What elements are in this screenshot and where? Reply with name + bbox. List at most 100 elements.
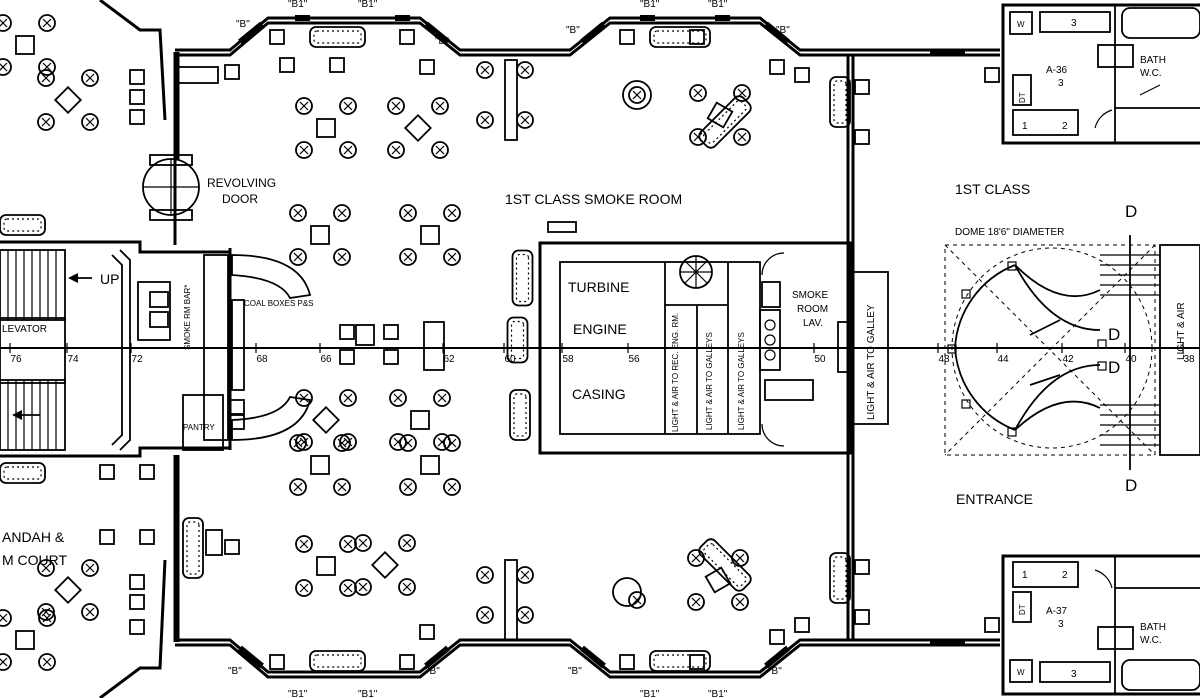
settee-cushion xyxy=(186,521,200,575)
settee-cushion xyxy=(833,80,847,124)
marker-b: "B" xyxy=(776,25,790,36)
smoke-room-label: 1ST CLASS SMOKE ROOM xyxy=(505,191,682,207)
chair-icon xyxy=(516,566,534,584)
chair-icon xyxy=(339,579,357,597)
frame-number: 56 xyxy=(628,354,640,365)
chair-icon xyxy=(333,434,351,452)
verandah-label-2: M COURT xyxy=(2,552,68,568)
chair-icon xyxy=(295,97,313,115)
engine-label: ENGINE xyxy=(573,321,627,337)
smoke-lav-label-3: LAV. xyxy=(803,318,823,329)
turbine-label: TURBINE xyxy=(568,279,629,295)
bunk-1-a36-label: 1 xyxy=(1022,121,1028,132)
pantry-label: PANTRY xyxy=(183,423,215,432)
chair-icon xyxy=(339,97,357,115)
cabin-a36 xyxy=(1001,3,1200,145)
settee-icon xyxy=(829,76,851,128)
settee-cushion xyxy=(3,218,42,232)
pillar-icon xyxy=(399,654,415,670)
chair-icon xyxy=(0,609,12,627)
settee-icon xyxy=(182,517,204,579)
pillar-icon xyxy=(129,109,145,125)
bunk-2-a36-label: 2 xyxy=(1062,121,1068,132)
entrance-label: ENTRANCE xyxy=(956,491,1033,507)
settee-cushion xyxy=(833,556,847,600)
pillar-icon xyxy=(419,59,435,75)
chair-icon xyxy=(516,111,534,129)
settee-cushion xyxy=(3,466,42,480)
chair-icon xyxy=(628,591,646,609)
table-icon xyxy=(420,455,440,475)
frame-number: 76 xyxy=(10,354,22,365)
chair-icon xyxy=(339,141,357,159)
side-table xyxy=(547,221,577,233)
chair-icon xyxy=(733,84,751,102)
smoke-lav-label-2: ROOM xyxy=(797,304,828,315)
chair-icon xyxy=(443,248,461,266)
chair-icon xyxy=(689,84,707,102)
table-icon xyxy=(53,575,83,605)
chair-icon xyxy=(333,204,351,222)
pillar-icon xyxy=(794,67,810,83)
chair-icon xyxy=(333,248,351,266)
table-icon xyxy=(410,410,430,430)
vlabel-rec-eng: LIGHT & AIR TO REC. ENG. RM. xyxy=(671,313,680,432)
revolving-label-2: DOOR xyxy=(222,192,258,206)
marker-b1: "B1" xyxy=(708,0,728,10)
chair-icon xyxy=(516,606,534,624)
marker-b: "B" xyxy=(768,666,782,677)
pillar-icon xyxy=(329,57,345,73)
chair-icon xyxy=(387,97,405,115)
chair-icon xyxy=(398,534,416,552)
bunk-2-a37-label: 2 xyxy=(1062,570,1068,581)
vlabel-right-edge: LIGHT & AIR xyxy=(1176,302,1187,360)
pillar-icon xyxy=(129,574,145,590)
wc-a37-label: W.C. xyxy=(1140,635,1162,646)
settee-cushion xyxy=(510,320,525,360)
chair-icon xyxy=(399,204,417,222)
table-icon xyxy=(316,556,336,576)
chair-icon xyxy=(516,61,534,79)
verandah-label-1: ANDAH & xyxy=(2,529,65,545)
pillar-icon xyxy=(339,349,355,365)
frame-number: 72 xyxy=(131,354,143,365)
pillar-icon xyxy=(854,79,870,95)
dome-label: DOME 18'6" DIAMETER xyxy=(955,227,1064,238)
table-icon xyxy=(420,225,440,245)
settee-icon xyxy=(649,26,711,48)
serving-table xyxy=(504,59,518,141)
pillar-icon xyxy=(224,539,240,555)
chair-icon xyxy=(476,61,494,79)
chair-icon xyxy=(289,434,307,452)
chair-icon xyxy=(0,653,12,671)
settee-cushion xyxy=(515,253,530,303)
pillar-icon xyxy=(99,529,115,545)
revolving-door xyxy=(142,154,200,221)
chair-icon xyxy=(354,578,372,596)
pillar-icon xyxy=(139,464,155,480)
cabin-a36-num: 3 xyxy=(1058,78,1064,89)
chair-icon xyxy=(431,97,449,115)
pillar-icon xyxy=(129,594,145,610)
chair-icon xyxy=(295,141,313,159)
pillar-icon xyxy=(399,29,415,45)
marker-d: D xyxy=(1125,202,1137,221)
elevator-label: LEVATOR xyxy=(2,324,47,335)
frame-number: 74 xyxy=(67,354,79,365)
vlabel-galleys-1: LIGHT & AIR TO GALLEYS xyxy=(705,332,714,430)
settee-icon xyxy=(509,389,531,441)
pillar-icon xyxy=(854,609,870,625)
pillar-icon xyxy=(129,619,145,635)
chair-icon xyxy=(399,478,417,496)
chair-icon xyxy=(354,534,372,552)
settee-icon xyxy=(309,650,366,672)
marker-b: "B" xyxy=(568,666,582,677)
chair-icon xyxy=(333,478,351,496)
frame-number: 44 xyxy=(997,354,1009,365)
frame-number: 42 xyxy=(1062,354,1074,365)
chair-icon xyxy=(38,14,56,32)
table-icon xyxy=(15,630,35,650)
dt-a36-label: DT xyxy=(1018,92,1027,103)
marker-d: D xyxy=(1108,358,1120,377)
pillar-icon xyxy=(769,59,785,75)
